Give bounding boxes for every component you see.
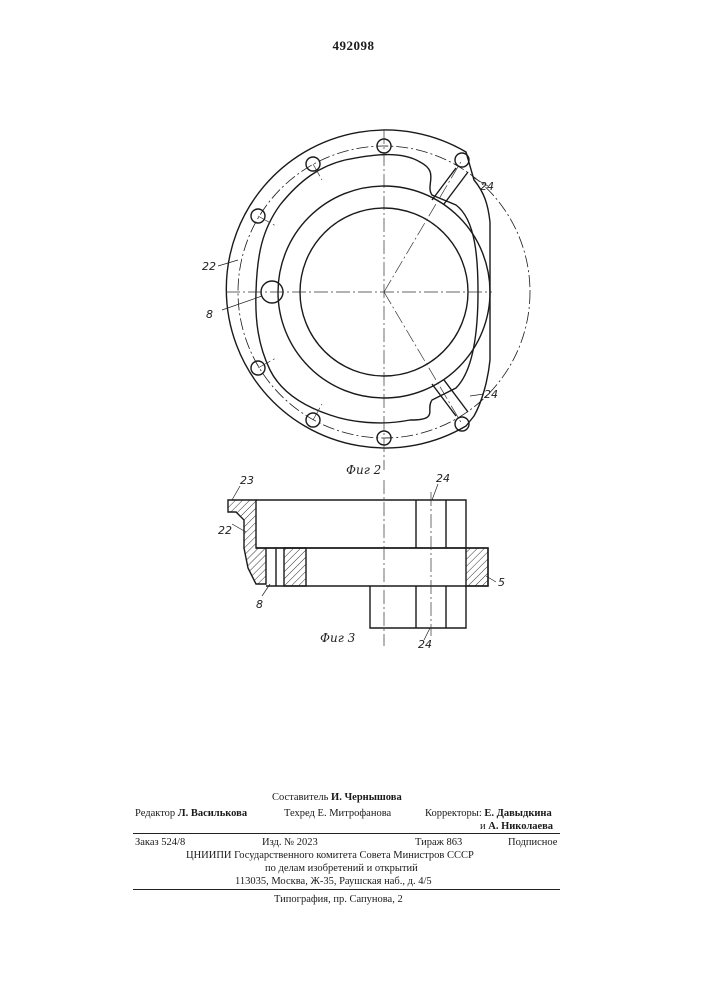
lug-section-hatched-5: [466, 548, 488, 586]
order-number: Заказ 524/8: [135, 836, 185, 849]
corrector-2-prefix: и: [480, 821, 486, 832]
fig3-caption: Фиг 3: [320, 631, 356, 645]
compiler-line: Составитель И. Чернышова: [272, 791, 402, 804]
fig3-label-rim: 23: [240, 474, 254, 487]
figure-3-leaders: [232, 484, 496, 640]
lug-slot-top: [432, 168, 468, 204]
org-line-2: по делам изобретений и открытий: [265, 862, 418, 875]
compiler-label: Составитель: [272, 792, 328, 803]
fig3-label-section: 5: [498, 576, 505, 589]
figure-3-centerlines: [384, 480, 431, 646]
edition-number: Изд. № 2023: [262, 836, 318, 849]
techred-label: Техред: [284, 808, 315, 819]
figure-2-centerlines: [226, 130, 492, 470]
correctors-label: Корректоры:: [425, 808, 482, 819]
fig3-label-lug-top: 24: [436, 472, 450, 485]
techred-line: Техред Е. Митрофанова: [284, 807, 391, 820]
figure-2-leaders: [218, 178, 488, 396]
fig2-caption: Фиг 2: [346, 463, 381, 477]
corrector-2-line: и А. Николаева: [480, 820, 553, 833]
fig3-label-lug-bottom: 24: [418, 638, 432, 651]
compiler-name: И. Чернышова: [331, 792, 402, 803]
fig2-label-lug-top: 24: [480, 180, 494, 193]
correctors-line: Корректоры: Е. Давыдкина: [425, 807, 552, 820]
flange-outer-contour: [226, 130, 490, 448]
imprint-rule-bottom: [133, 889, 560, 890]
fig3-label-flange: 22: [218, 524, 232, 537]
printer-line: Типография, пр. Сапунова, 2: [274, 893, 403, 906]
boss-outline: [370, 586, 466, 628]
fig3-label-hole: 8: [256, 598, 263, 611]
circulation: Тираж 863: [415, 836, 462, 849]
editor-label: Редактор: [135, 808, 175, 819]
techred-name: Е. Митрофанова: [318, 808, 392, 819]
editor-name: Л. Василькова: [178, 808, 247, 819]
fig2-label-hole: 8: [206, 308, 213, 321]
figure-3-section-view: [228, 500, 488, 628]
inner-cavity-contour: [256, 155, 478, 423]
corrector-2: А. Николаева: [488, 821, 553, 832]
flange-section-hatched: [228, 500, 266, 584]
fig2-label-flange: 22: [202, 260, 216, 273]
corrector-1: Е. Давыдкина: [484, 808, 551, 819]
org-line-1: ЦНИИПИ Государственного комитета Совета …: [186, 849, 474, 862]
bolt-hole-7: [455, 153, 469, 167]
ring-section-hatched: [284, 548, 306, 586]
editor-line: Редактор Л. Василькова: [135, 807, 247, 820]
fig2-label-lug-bottom: 24: [484, 388, 498, 401]
subscription: Подписное: [508, 836, 557, 849]
imprint-rule-top: [133, 833, 560, 834]
upper-body-outline: [256, 500, 466, 548]
org-line-3: 113035, Москва, Ж-35, Раушская наб., д. …: [235, 875, 432, 888]
